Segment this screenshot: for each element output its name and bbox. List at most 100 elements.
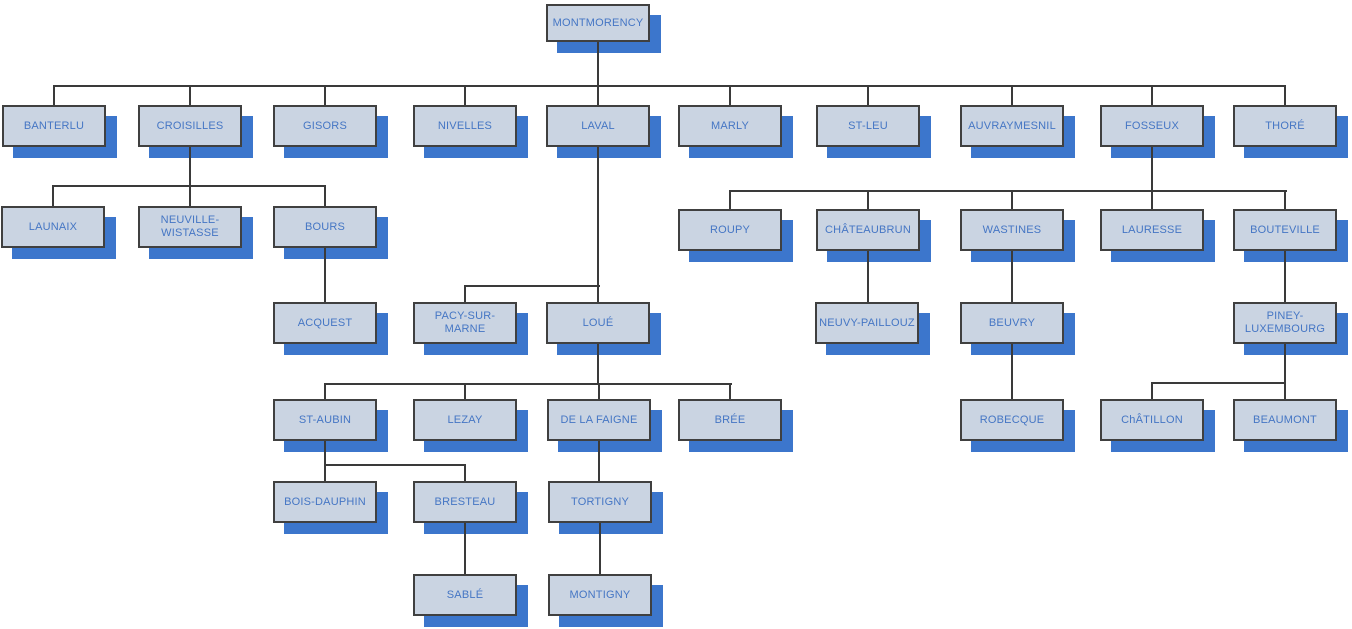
connector-line [1151, 382, 1153, 399]
connector-line [324, 185, 326, 206]
node-label: ROUPY [709, 223, 751, 236]
connector-line [1284, 85, 1286, 105]
connector-line [189, 147, 191, 185]
node-marly[interactable]: MARLY [678, 105, 782, 147]
node-launaix[interactable]: LAUNAIX [1, 206, 105, 248]
node-bresteau[interactable]: BRESTEAU [413, 481, 517, 523]
node-label: MARLY [710, 119, 750, 132]
node-label: LAVAL [581, 119, 615, 132]
node-roupy[interactable]: ROUPY [678, 209, 782, 251]
node-pacy-sur-marne[interactable]: PACY-SUR-MARNE [413, 302, 517, 344]
connector-line [1011, 190, 1013, 209]
connector-line [597, 147, 599, 285]
node-nivelles[interactable]: NIVELLES [413, 105, 517, 147]
connector-line [324, 85, 326, 105]
connector-line [464, 85, 466, 105]
connector-line [1284, 190, 1286, 209]
node-label: THORÉ [1265, 119, 1305, 132]
node-st-leu[interactable]: ST-LEU [816, 105, 920, 147]
node-acquest[interactable]: ACQUEST [273, 302, 377, 344]
node-piney-luxembourg[interactable]: PINEY- LUXEMBOURG [1233, 302, 1337, 344]
node-bouteville[interactable]: BOUTEVILLE [1233, 209, 1337, 251]
connector-line [464, 383, 466, 399]
node-label: ROBECQUE [979, 413, 1045, 426]
connector-line [598, 383, 600, 399]
connector-line [1284, 344, 1286, 382]
node-lezay[interactable]: LEZAY [413, 399, 517, 441]
node-label: FOSSEUX [1125, 119, 1179, 132]
node-sable[interactable]: SABLÉ [413, 574, 517, 616]
node-label: ACQUEST [297, 316, 353, 329]
node-label: ST-LEU [848, 119, 888, 132]
node-label: TORTIGNY [570, 495, 630, 508]
node-neuville-wistasse[interactable]: NEUVILLE- WISTASSE [138, 206, 242, 248]
connector-line [324, 383, 732, 385]
connector-line [1011, 344, 1013, 399]
node-tortigny[interactable]: TORTIGNY [548, 481, 652, 523]
node-beaumont[interactable]: BEAUMONT [1233, 399, 1337, 441]
node-label: BOIS-DAUPHIN [284, 495, 366, 508]
node-de-la-faigne[interactable]: DE LA FAIGNE [547, 399, 651, 441]
node-label: CHÂTEAUBRUN [825, 223, 911, 236]
node-label: DE LA FAIGNE [560, 413, 638, 426]
node-bours[interactable]: BOURS [273, 206, 377, 248]
node-gisors[interactable]: GISORS [273, 105, 377, 147]
connector-line [867, 85, 869, 105]
connector-line [1151, 190, 1153, 209]
node-robecque[interactable]: ROBECQUE [960, 399, 1064, 441]
connector-line [729, 190, 731, 209]
connector-line [324, 248, 326, 302]
node-label: BOUTEVILLE [1250, 223, 1320, 236]
node-label: BRÉE [714, 413, 746, 426]
node-chateaubrun[interactable]: CHÂTEAUBRUN [816, 209, 920, 251]
node-neuvy-paillouz[interactable]: NEUVY-PAILLOUZ [815, 302, 919, 344]
node-bree[interactable]: BRÉE [678, 399, 782, 441]
node-label: SABLÉ [446, 588, 484, 601]
node-fosseux[interactable]: FOSSEUX [1100, 105, 1204, 147]
connector-line [464, 285, 600, 287]
node-label: NIVELLES [437, 119, 493, 132]
node-st-aubin[interactable]: ST-AUBIN [273, 399, 377, 441]
node-beuvry[interactable]: BEUVRY [960, 302, 1064, 344]
connector-line [729, 85, 731, 105]
node-wastines[interactable]: WASTINES [960, 209, 1064, 251]
node-label: ST-AUBIN [298, 413, 352, 426]
node-montigny[interactable]: MONTIGNY [548, 574, 652, 616]
node-auvraymesnil[interactable]: AUVRAYMESNIL [960, 105, 1064, 147]
connector-line [598, 441, 600, 481]
node-loue[interactable]: LOUÉ [546, 302, 650, 344]
node-montmorency[interactable]: MONTMORENCY [546, 4, 650, 42]
connector-line [1284, 251, 1286, 302]
node-chatillon[interactable]: ChÂTILLON [1100, 399, 1204, 441]
connector-line [52, 185, 54, 206]
connector-line [1151, 85, 1153, 105]
node-label: BANTERLU [23, 119, 85, 132]
connector-line [464, 523, 466, 574]
node-bois-dauphin[interactable]: BOIS-DAUPHIN [273, 481, 377, 523]
connector-line [597, 344, 599, 383]
node-thore[interactable]: THORÉ [1233, 105, 1337, 147]
connector-line [189, 185, 191, 206]
node-banterlu[interactable]: BANTERLU [2, 105, 106, 147]
node-label: PINEY- LUXEMBOURG [1244, 310, 1326, 335]
node-label: AUVRAYMESNIL [968, 119, 1056, 132]
node-croisilles[interactable]: CROISILLES [138, 105, 242, 147]
node-lauresse[interactable]: LAURESSE [1100, 209, 1204, 251]
node-label: ChÂTILLON [1121, 413, 1183, 426]
connector-line [324, 383, 326, 399]
connector-line [53, 85, 55, 105]
node-label: NEUVILLE- WISTASSE [160, 214, 220, 239]
connector-line [189, 85, 191, 105]
node-label: LOUÉ [582, 316, 614, 329]
node-label: GISORS [303, 119, 347, 132]
node-label: MONTMORENCY [552, 16, 644, 29]
node-laval[interactable]: LAVAL [546, 105, 650, 147]
connector-line [599, 523, 601, 574]
node-label: NEUVY-PAILLOUZ [819, 316, 915, 329]
connector-line [324, 441, 326, 481]
node-label: BEAUMONT [1253, 413, 1317, 426]
node-label: MONTIGNY [569, 588, 631, 601]
connector-line [464, 464, 466, 481]
node-label: WASTINES [982, 223, 1042, 236]
